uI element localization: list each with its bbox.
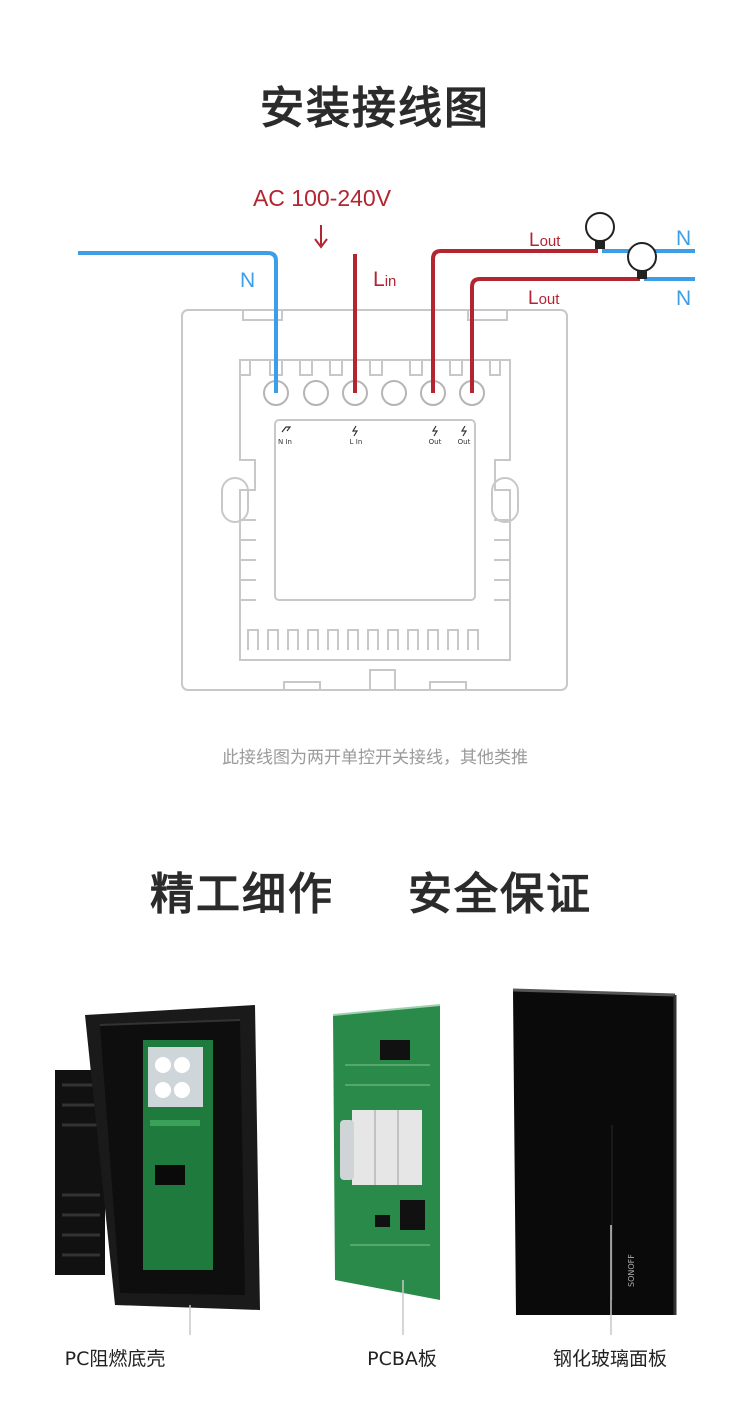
terminal-symbol-out-2 bbox=[431, 425, 439, 437]
product-label-pc-shell: PC阻燃底壳 bbox=[64, 1348, 166, 1370]
pcba-board-image bbox=[332, 1004, 441, 1300]
wiring-diagram: N In L In Out Out AC 100-240V N Lin Lout… bbox=[78, 185, 695, 691]
terminal-symbol-l bbox=[351, 425, 359, 437]
neutral-wire-in bbox=[78, 251, 278, 393]
terminal-blank-1 bbox=[303, 380, 329, 406]
wiring-title: 安装接线图 bbox=[260, 83, 490, 134]
neutral-out-1-label: N bbox=[676, 227, 691, 250]
terminal-label-out-2: Out bbox=[429, 438, 442, 446]
terminal-label-out-1: Out bbox=[458, 438, 471, 446]
diagram-caption: 此接线图为两开单控开关接线，其他类推 bbox=[222, 748, 528, 768]
quality-title-a: 精工细作 bbox=[150, 869, 334, 920]
panel-brand-logo: SONOFF bbox=[627, 1254, 636, 1287]
terminal-symbol-out-1 bbox=[460, 425, 468, 437]
load-wire-out-1 bbox=[431, 249, 598, 393]
bulb-icon bbox=[585, 212, 615, 249]
product-label-pcba: PCBA板 bbox=[367, 1348, 437, 1370]
pc-back-shell-image bbox=[55, 1005, 260, 1310]
quality-title-b: 安全保证 bbox=[408, 869, 592, 920]
switch-back-outline bbox=[181, 309, 568, 691]
terminal-symbol-n bbox=[281, 426, 292, 433]
supply-voltage-label: AC 100-240V bbox=[253, 185, 392, 211]
line-in-label: Lin bbox=[373, 268, 396, 291]
product-components: SONOFF bbox=[55, 988, 677, 1335]
glass-panel-image: SONOFF bbox=[512, 988, 677, 1315]
bulb-icon bbox=[627, 242, 657, 279]
down-arrow-icon bbox=[314, 225, 328, 249]
terminal-blank-2 bbox=[381, 380, 407, 406]
neutral-in-label: N bbox=[240, 269, 255, 292]
load-wire-out-2 bbox=[470, 277, 640, 393]
terminal-label-l-in: L In bbox=[350, 438, 363, 446]
neutral-out-2-label: N bbox=[676, 287, 691, 310]
product-label-glass-panel: 钢化玻璃面板 bbox=[552, 1348, 667, 1370]
load-out-1-label: Lout bbox=[529, 230, 561, 251]
load-out-2-label: Lout bbox=[528, 288, 560, 309]
terminal-label-n-in: N In bbox=[278, 438, 292, 446]
